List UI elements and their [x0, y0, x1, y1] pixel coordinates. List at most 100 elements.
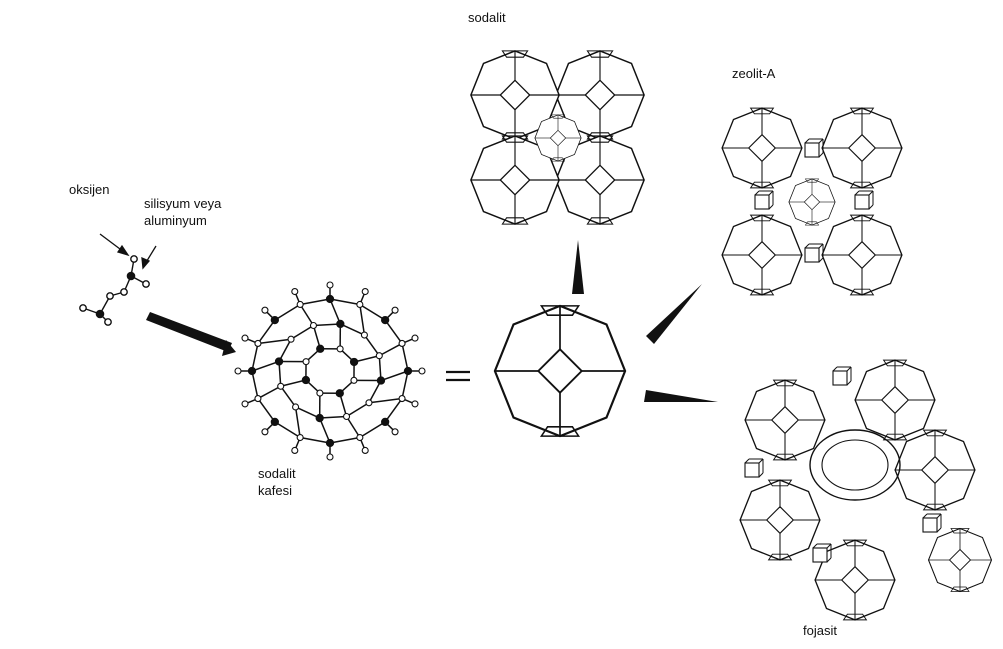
silicon-atom — [382, 418, 389, 425]
oxygen-atom — [344, 414, 350, 420]
label-zeolite-a: zeolit-A — [732, 66, 775, 82]
oxygen-atom — [292, 447, 298, 453]
silicon-atom — [382, 316, 389, 323]
bond — [275, 304, 300, 320]
bond — [347, 403, 369, 417]
arrow-to-zeolite-a — [646, 284, 702, 344]
bond — [369, 399, 402, 403]
oxygen-atom — [399, 340, 405, 346]
label-silicon-line1: silisyum veya — [144, 196, 221, 212]
oxygen-atom — [392, 429, 398, 435]
oxygen-atom — [242, 401, 248, 407]
oxygen-atom — [362, 447, 368, 453]
bond — [300, 304, 313, 325]
oxygen-atom — [412, 335, 418, 341]
sodalite-cage-polyhedron — [495, 306, 625, 436]
oxygen-atom — [242, 335, 248, 341]
label-sodalite-cage-line1: sodalit — [258, 466, 296, 482]
oxygen-atom — [419, 368, 425, 374]
oxygen-atom — [262, 429, 268, 435]
bond — [330, 299, 360, 304]
label-silicon-line2: aluminyum — [144, 213, 207, 229]
silicon-atom — [404, 367, 411, 374]
silicon-atom — [271, 316, 278, 323]
silicon-atom — [302, 376, 309, 383]
sodalite-framework — [471, 51, 644, 224]
bond — [381, 371, 408, 381]
silicon-atom — [271, 418, 278, 425]
oxygen-atom — [255, 340, 261, 346]
silicon-atom — [275, 358, 282, 365]
silicon-atom — [316, 414, 323, 421]
bond — [402, 371, 408, 399]
bond — [296, 407, 301, 438]
bond — [252, 361, 279, 371]
bond — [281, 386, 296, 407]
oxygen-atom — [303, 359, 309, 365]
bond — [364, 335, 379, 356]
faujasite-framework — [740, 360, 991, 620]
bond — [258, 339, 291, 343]
bond — [258, 320, 275, 343]
oxygen-atom — [412, 401, 418, 407]
label-sodalite-cage-line2: kafesi — [258, 483, 292, 499]
bond — [252, 343, 258, 371]
oxygen-atom — [362, 289, 368, 295]
bond — [360, 422, 385, 438]
bond — [360, 304, 365, 335]
oxygen-atom — [292, 289, 298, 295]
bond — [291, 325, 313, 339]
sodalite-cage-ball-stick — [235, 282, 425, 460]
oxygen-atom — [297, 301, 303, 307]
oxygen-atom — [310, 322, 316, 328]
oxygen-atom — [293, 404, 299, 410]
bond — [300, 438, 330, 443]
oxygen-atom — [327, 282, 333, 288]
bond — [379, 343, 402, 355]
bond — [300, 299, 330, 304]
bond — [360, 304, 385, 320]
oxygen-atom — [255, 396, 261, 402]
oxygen-atom — [262, 307, 268, 313]
bond — [385, 320, 402, 343]
silicon-atom — [248, 367, 255, 374]
silicon-atom — [326, 439, 333, 446]
bond — [347, 417, 360, 438]
equals-sign — [446, 372, 470, 380]
oxygen-atom — [357, 301, 363, 307]
oxygen-atom — [278, 383, 284, 389]
silicon-atom — [337, 320, 344, 327]
silicon-atom — [336, 390, 343, 397]
arrow-to-sodalite — [572, 240, 584, 294]
oxygen-atom — [327, 454, 333, 460]
oxygen-atom — [361, 332, 367, 338]
oxygen-atom — [297, 435, 303, 441]
molecule-fragment — [80, 256, 149, 325]
bond — [258, 386, 281, 398]
silicon-atom — [377, 377, 384, 384]
oxygen-atom — [376, 353, 382, 359]
silicon-atom — [350, 358, 357, 365]
oxygen-atom — [351, 377, 357, 383]
oxygen-atom — [317, 390, 323, 396]
bond — [275, 422, 300, 438]
oxygen-atom — [235, 368, 241, 374]
zeolite-a-framework — [722, 108, 902, 295]
oxygen-atom — [357, 435, 363, 441]
oxygen-atom — [288, 336, 294, 342]
arrow-to-faujasite — [644, 390, 718, 402]
oxygen-atom — [392, 307, 398, 313]
oxygen-atom — [337, 346, 343, 352]
oxygen-atom — [399, 396, 405, 402]
oxygen-atom — [366, 400, 372, 406]
bond — [252, 371, 258, 399]
silicon-atom — [326, 295, 333, 302]
bond — [402, 343, 408, 371]
bond — [258, 399, 275, 422]
bond — [385, 399, 402, 422]
atom-pointer-arrows — [100, 234, 156, 268]
label-faujasite: fojasit — [803, 623, 837, 639]
label-oxygen: oksijen — [69, 182, 109, 198]
silicon-atom — [317, 345, 324, 352]
